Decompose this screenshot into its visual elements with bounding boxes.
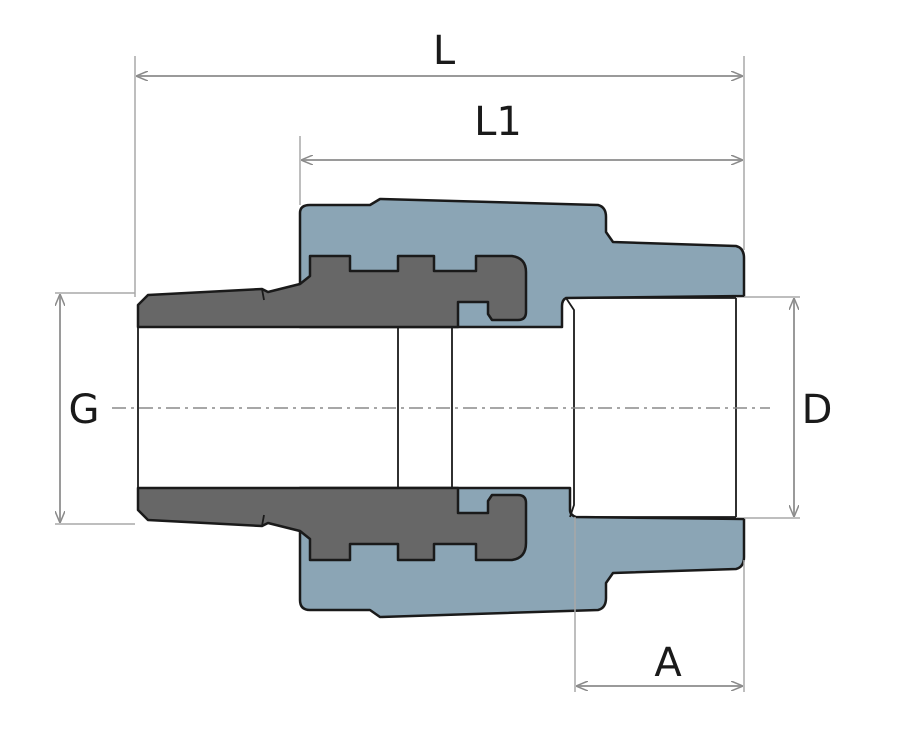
extension-lines (55, 56, 800, 692)
thread-detail-upper (261, 288, 265, 301)
label-D: D (802, 387, 833, 433)
bore-lines (137, 297, 737, 518)
label-G: G (69, 387, 100, 433)
thread-detail-lower (261, 514, 265, 527)
label-L1: L1 (474, 99, 522, 145)
label-L: L (433, 28, 456, 74)
insert-lower (136, 486, 528, 562)
insert-upper (136, 254, 528, 329)
label-A: A (654, 640, 682, 686)
dimension-lines (60, 76, 794, 686)
threaded-insert (136, 254, 528, 562)
